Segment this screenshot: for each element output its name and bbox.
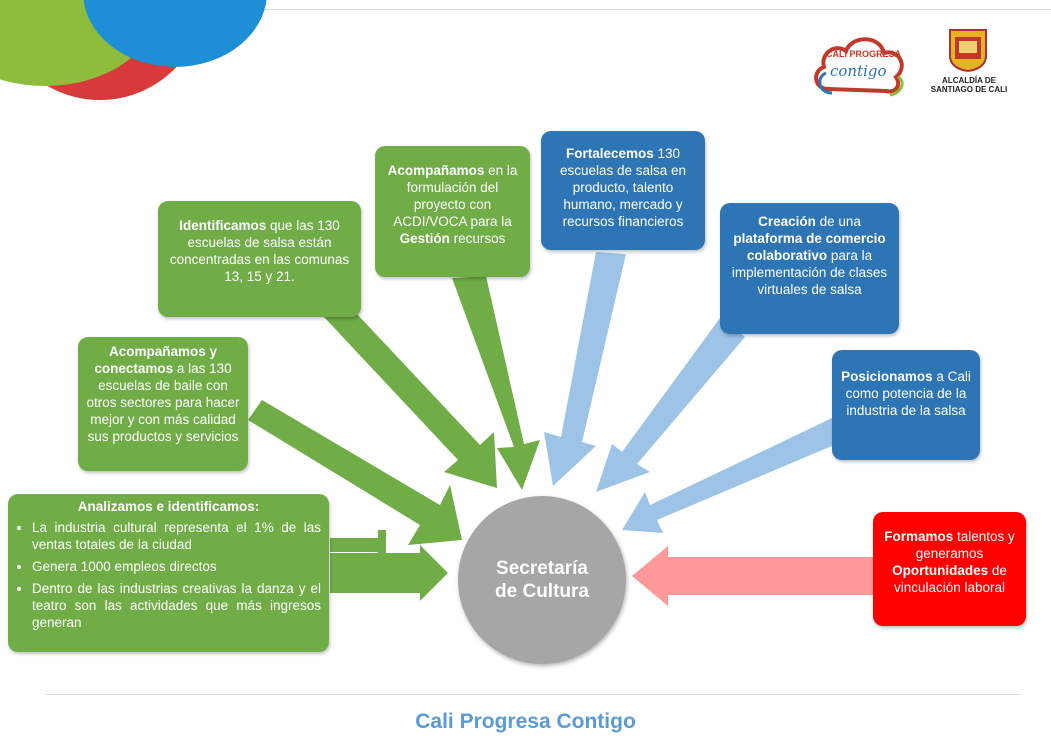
alcaldia-caption: ALCALDÍA DE SANTIAGO DE CALI: [914, 76, 1024, 94]
arrow-fortalecemos: [544, 252, 626, 486]
body-text: a Cali como potencia de la industria de …: [845, 369, 971, 418]
body-text: en la formulación del proyecto con ACDI/…: [393, 163, 518, 229]
bold-text: Acompañamos: [387, 163, 485, 178]
arrow-acompanamos-formulacion: [452, 276, 540, 490]
footer-divider: [45, 694, 1021, 695]
box-formamos: Formamos talentos y generamos Oportunida…: [873, 512, 1026, 626]
alcaldia-line1: ALCALDÍA DE: [942, 76, 996, 85]
bold-text: Fortalecemos: [565, 146, 654, 161]
box-analizamos-title: Analizamos e identificamos:: [16, 498, 321, 515]
arrow-formamos: [632, 546, 874, 606]
list-item: Genera 1000 empleos directos: [32, 558, 321, 575]
box-posicionamos: Posicionamos a Cali como potencia de la …: [832, 350, 980, 460]
box-identificamos: Identificamos que las 130 escuelas de sa…: [158, 201, 361, 317]
arrow-creacion: [596, 318, 745, 492]
arrow-analizamos: [330, 530, 386, 560]
bold-text: plataforma de comercio colaborativo: [733, 231, 886, 263]
corner-blue-shape: [83, 0, 267, 67]
logo-line2: contigo: [830, 62, 887, 80]
box-fortalecemos: Fortalecemos 130 escuelas de salsa en pr…: [541, 131, 705, 250]
body-text: de vinculación laboral: [893, 563, 1007, 595]
bold-text: Posicionamos: [841, 369, 933, 384]
bold-text: Identificamos: [179, 218, 267, 233]
arrow-posicionamos: [622, 418, 846, 533]
bold-text: Creación: [758, 214, 816, 229]
body-text: para la implementación de clases virtual…: [731, 248, 888, 297]
box-creacion: Creación de una plataforma de comercio c…: [720, 203, 899, 334]
arrow-acompanamos-conectamos: [248, 400, 462, 545]
footer-slogan: Cali Progresa Contigo: [415, 710, 636, 733]
alcaldia-line2: SANTIAGO DE CALI: [930, 85, 1008, 94]
body-text: 130 escuelas de salsa en producto, talen…: [559, 146, 687, 229]
analizamos-title-text: Analizamos e identificamos:: [77, 499, 260, 514]
top-divider: [0, 9, 1051, 10]
crest-icon: [949, 29, 987, 72]
center-line1: Secretaría: [496, 558, 588, 579]
logo-line1: CALI PROGRESA: [826, 49, 902, 59]
box-analizamos: Analizamos e identificamos: La industria…: [8, 494, 329, 652]
bold-text: Gestión: [399, 231, 450, 246]
bold-text: Oportunidades: [892, 563, 989, 578]
cloud-icon: [814, 37, 904, 97]
body-text: a las 130 escuelas de baile con otros se…: [86, 361, 240, 444]
cali-progresa-logo: CALI PROGRESA contigo: [810, 27, 908, 99]
body-text: talentos y generamos: [915, 529, 1015, 561]
list-item: Dentro de las industrias creativas la da…: [32, 580, 321, 631]
list-item: La industria cultural representa el 1% d…: [32, 519, 321, 553]
center-line2: de Cultura: [495, 581, 589, 602]
box-acompanamos-conectamos: Acompañamos y conectamos a las 130 escue…: [78, 337, 248, 471]
bold-text: Formamos: [884, 529, 954, 544]
body-text: de una: [815, 214, 861, 229]
arrow-analizamos-main: [330, 545, 448, 601]
analizamos-list: La industria cultural representa el 1% d…: [16, 519, 321, 631]
alcaldia-logo: ALCALDÍA DE SANTIAGO DE CALI: [914, 26, 1024, 102]
bold-text: Acompañamos y conectamos: [94, 344, 218, 376]
box-acompanamos-formulacion: Acompañamos en la formulación del proyec…: [375, 146, 530, 277]
corner-decoration: [0, 0, 267, 100]
body-text: recursos: [449, 231, 506, 246]
body-text: que las 130 escuelas de salsa están conc…: [169, 218, 350, 284]
arrow-identificamos: [324, 315, 497, 488]
center-node-secretaria: Secretaría de Cultura: [458, 496, 626, 664]
